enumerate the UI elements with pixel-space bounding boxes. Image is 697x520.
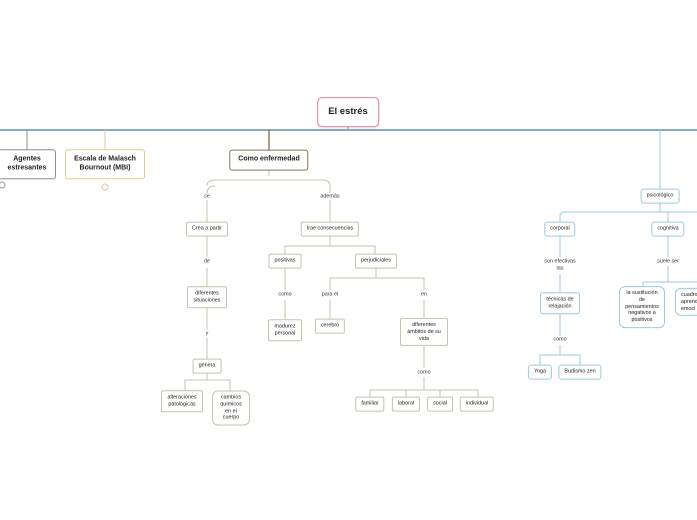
node-cuadro-aprendizaje[interactable]: cuadro aprend emoci bbox=[675, 287, 697, 317]
node-como-enfermedad[interactable]: Como enfermedad bbox=[229, 149, 309, 171]
node-diferentes-situaciones[interactable]: diferentes situaciones bbox=[187, 286, 227, 308]
node-individual[interactable]: individual bbox=[459, 396, 495, 412]
label-de: de bbox=[204, 258, 210, 265]
node-escala-malasch[interactable]: Escala de Malasch Bournout (MBI) bbox=[65, 149, 145, 179]
node-corporal[interactable]: corporal bbox=[544, 221, 576, 237]
node-crea-a-partir[interactable]: Crea a partir bbox=[186, 221, 228, 237]
node-positivas[interactable]: positivas bbox=[268, 253, 302, 269]
collapse-toggle-icon[interactable] bbox=[101, 183, 109, 191]
node-budismo-zen[interactable]: Budismo zen bbox=[558, 364, 602, 380]
node-familiar[interactable]: familiar bbox=[355, 396, 385, 412]
node-tecnicas-relajacion[interactable]: técnicas de relajación bbox=[540, 292, 580, 314]
node-cognitiva[interactable]: cognitiva bbox=[651, 221, 685, 237]
node-trae-consecuencias[interactable]: trae consecuencias bbox=[300, 221, 360, 237]
label-para-el: para el bbox=[321, 291, 339, 298]
node-cambios-quimicos[interactable]: cambios químicos en el cuerpo bbox=[212, 390, 250, 426]
node-genera[interactable]: genera bbox=[192, 358, 222, 374]
node-agentes-estresantes[interactable]: Agentes estresantes bbox=[0, 149, 56, 179]
label-son-efectivas: son efectivas las bbox=[544, 258, 576, 271]
label-como: como bbox=[278, 291, 292, 298]
label-como-tecnicas: como bbox=[553, 336, 567, 343]
label-ademas: además bbox=[320, 193, 340, 200]
label-suele-ser: suele ser bbox=[657, 258, 679, 265]
node-alteraciones-patologicas[interactable]: alteraciones patológicas bbox=[161, 390, 203, 412]
node-sustitucion-pensamientos[interactable]: la sustitución de pensamientos negativos… bbox=[619, 286, 665, 328]
node-diferentes-ambitos[interactable]: diferentes ámbitos de su vida bbox=[400, 317, 448, 347]
collapse-toggle-icon[interactable] bbox=[0, 181, 6, 189]
node-madurez-personal[interactable]: madurez personal bbox=[268, 319, 302, 341]
label-como-ambitos: como bbox=[417, 369, 431, 376]
node-psicologico[interactable]: psicológico bbox=[640, 188, 680, 204]
label-en: en bbox=[421, 291, 427, 298]
node-yoga[interactable]: Yoga bbox=[527, 364, 553, 380]
node-laboral[interactable]: laboral bbox=[391, 396, 421, 412]
label-y: y bbox=[205, 330, 209, 337]
node-cerebro[interactable]: cerebro bbox=[314, 318, 346, 334]
root-node[interactable]: El estrés bbox=[317, 97, 379, 127]
node-social[interactable]: social bbox=[427, 396, 453, 412]
node-perjudiciales[interactable]: perjudiciales bbox=[355, 253, 397, 269]
label-se: se bbox=[204, 193, 210, 200]
